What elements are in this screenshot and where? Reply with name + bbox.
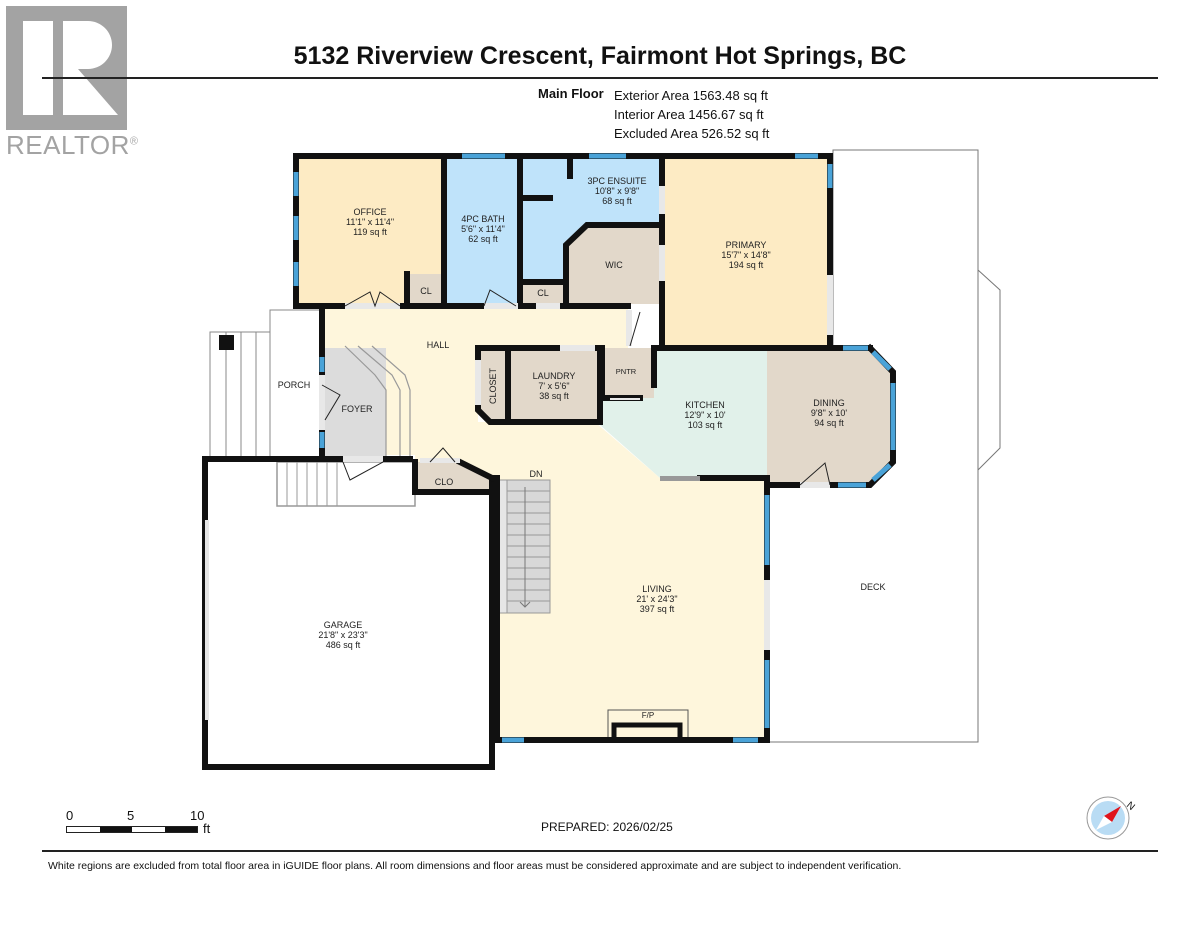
hall-name: HALL: [427, 340, 450, 350]
primary-name: PRIMARY: [726, 240, 767, 250]
ensuite-room: [522, 156, 662, 282]
closet-room: [478, 348, 508, 422]
ensuite-area: 68 sq ft: [602, 196, 632, 206]
foyer-name: FOYER: [341, 404, 373, 414]
kitchen-name: KITCHEN: [685, 400, 725, 410]
foyer-room: [325, 348, 386, 459]
dining-area: 94 sq ft: [814, 418, 844, 428]
area-summary: Exterior Area 1563.48 sq ft Interior Are…: [614, 86, 769, 143]
dining-name: DINING: [813, 398, 845, 408]
prepared-date: PREPARED: 2026/02/25: [541, 820, 673, 834]
pantry-room: [602, 348, 654, 398]
living-name: LIVING: [642, 584, 672, 594]
bath4-name: 4PC BATH: [461, 214, 504, 224]
porch-name: PORCH: [278, 380, 311, 390]
office-dims: 11'1" x 11'4": [346, 217, 394, 227]
interior-area: Interior Area 1456.67 sq ft: [614, 107, 764, 122]
laundry-area: 38 sq ft: [539, 391, 569, 401]
disclaimer: White regions are excluded from total fl…: [48, 860, 902, 872]
laundry-room: [509, 348, 600, 422]
fireplace-label: F/P: [642, 711, 654, 720]
cl2-room: [522, 282, 566, 304]
scale-tick-10: 10: [190, 808, 205, 823]
footer-divider: [42, 850, 1158, 852]
garage-dims: 21'8" x 23'3": [318, 630, 367, 640]
bath4-area: 62 sq ft: [468, 234, 498, 244]
garage-name: GARAGE: [324, 620, 363, 630]
scale-unit: ft: [203, 821, 211, 836]
exterior-area: Exterior Area 1563.48 sq ft: [614, 88, 768, 103]
ensuite-dims: 10'8" x 9'8": [595, 186, 639, 196]
stairs-label: DN: [530, 469, 543, 479]
windows: [293, 153, 896, 743]
laundry-name: LAUNDRY: [533, 371, 576, 381]
cl1-room: [407, 274, 444, 306]
clo-name: CLO: [435, 477, 454, 487]
wic-name: WIC: [605, 260, 623, 270]
compass-icon: N: [1086, 796, 1137, 840]
header-divider: [42, 77, 1158, 79]
realtor-wordmark: REALTOR®: [6, 130, 139, 160]
scale-tick-0: 0: [66, 808, 74, 823]
floor-label: Main Floor: [538, 86, 604, 101]
compass: N: [1086, 794, 1146, 845]
realtor-r-icon: [23, 21, 118, 115]
room-labels: OFFICE 11'1" x 11'4" 119 sq ft 4PC BATH …: [278, 176, 886, 720]
primary-area: 194 sq ft: [729, 260, 764, 270]
excluded-area: Excluded Area 526.52 sq ft: [614, 126, 770, 141]
dining-dims: 9'8" x 10': [811, 408, 847, 418]
scale-tick-5: 5: [127, 808, 135, 823]
stairs-down: [496, 479, 551, 614]
primary-room: [662, 156, 830, 348]
deck-name: DECK: [860, 582, 885, 592]
ensuite-name: 3PC ENSUITE: [587, 176, 646, 186]
dining-room: [767, 348, 893, 485]
garage-area: 486 sq ft: [326, 640, 361, 650]
office-name: OFFICE: [354, 207, 387, 217]
kitchen-room: [600, 348, 767, 478]
closet-name: CLOSET: [488, 367, 498, 404]
cl2-name: CL: [537, 288, 549, 298]
wic-room: [566, 223, 662, 304]
primary-dims: 15'7" x 14'8": [721, 250, 770, 260]
pantry-name: PNTR: [616, 367, 637, 376]
bath4-room: [446, 156, 520, 306]
garage-area: [205, 461, 492, 767]
office-area: 119 sq ft: [353, 227, 387, 237]
realtor-logo: [6, 6, 127, 130]
bath4-dims: 5'6" x 11'4": [461, 224, 505, 234]
doors: [205, 186, 833, 720]
scale-segments: [66, 826, 198, 833]
porch-area: [209, 309, 323, 461]
page-title: 5132 Riverview Crescent, Fairmont Hot Sp…: [293, 42, 907, 70]
living-area: 397 sq ft: [640, 604, 675, 614]
cl1-name: CL: [420, 286, 432, 296]
kitchen-area: 103 sq ft: [688, 420, 723, 430]
laundry-dims: 7' x 5'6": [538, 381, 569, 391]
kitchen-dims: 12'9" x 10': [684, 410, 725, 420]
living-dims: 21' x 24'3": [636, 594, 677, 604]
